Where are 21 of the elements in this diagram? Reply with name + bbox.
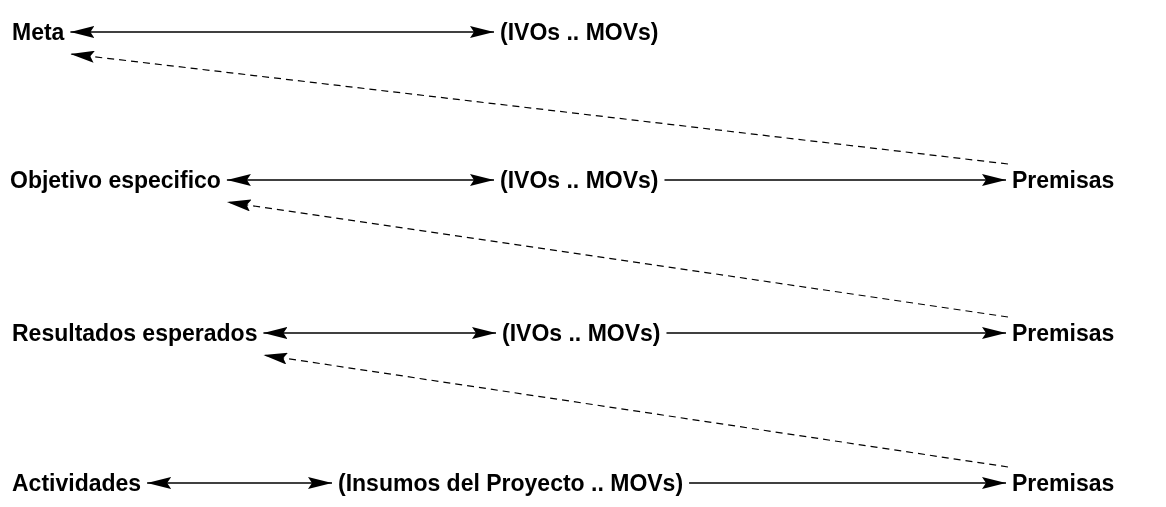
dashed-arrow	[69, 50, 1009, 165]
dashed-arrow	[226, 199, 1009, 318]
node-label: (IVOs .. MOVs)	[500, 18, 659, 46]
node-label: Objetivo especifico	[10, 166, 221, 194]
node-label: Meta	[12, 18, 65, 46]
arrow	[262, 327, 497, 339]
arrow	[688, 477, 1007, 489]
node-label: Premisas	[1012, 469, 1115, 497]
node-label: Premisas	[1012, 319, 1115, 347]
node-label: (IVOs .. MOVs)	[500, 166, 659, 194]
node-label: Premisas	[1012, 166, 1115, 194]
arrow	[663, 174, 1007, 186]
arrow	[69, 26, 495, 38]
arrow	[665, 327, 1007, 339]
node-label: (IVOs .. MOVs)	[502, 319, 661, 347]
arrow	[146, 477, 333, 489]
node-label: Actividades	[12, 469, 142, 497]
node-label: Resultados esperados	[12, 319, 258, 347]
arrow	[226, 174, 495, 186]
dashed-arrow	[262, 352, 1009, 468]
node-label: (Insumos del Proyecto .. MOVs)	[338, 469, 684, 497]
